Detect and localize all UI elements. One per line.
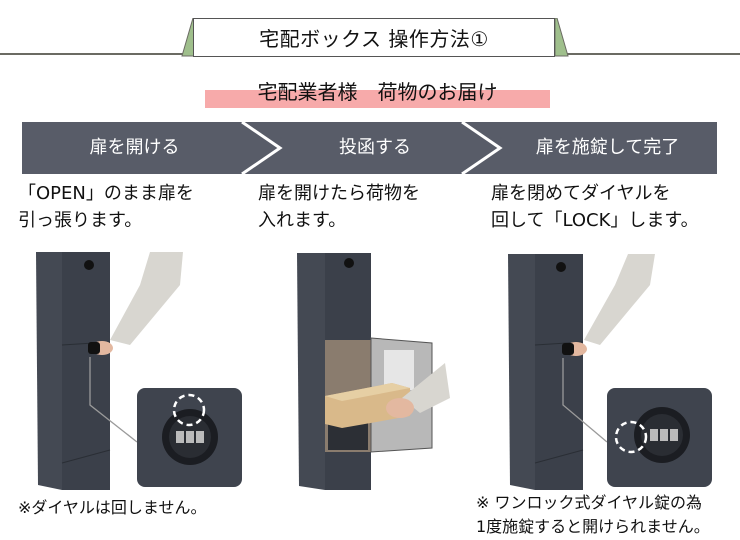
page-title: 宅配ボックス 操作方法① [193, 18, 555, 57]
top-lock-knob-icon [84, 260, 94, 270]
step-2-description: 扉を開けたら荷物を 入れます。 [258, 183, 420, 231]
top-lock-knob-icon [556, 262, 566, 272]
top-lock-knob-icon [344, 258, 354, 268]
header-tab-right [554, 18, 569, 57]
step-2-illustration [297, 253, 450, 490]
step-1-illustration [36, 252, 242, 490]
subtitle-highlight [205, 90, 550, 108]
step-1-description: 「OPEN」のまま扉を 引っ張ります。 [18, 183, 194, 231]
step-3-label: 扉を施錠して完了 [535, 137, 680, 158]
subtitle-block: 宅配業者様 荷物のお届け [205, 76, 550, 110]
step-3-illustration [508, 254, 712, 490]
header-rule-left [0, 53, 190, 55]
step-bar: 扉を開ける 投函する 扉を施錠して完了 [22, 122, 717, 174]
step-3-description: 扉を閉めてダイヤルを 回して「LOCK」します。 [491, 183, 699, 231]
dashed-highlight-circle [172, 393, 206, 427]
header-rule-right [560, 53, 740, 55]
subtitle-text: 宅配業者様 荷物のお届け [257, 80, 498, 104]
step-2-label: 投函する [339, 137, 411, 158]
step-3-note: ※ ワンロック式ダイヤル錠の為 1度施錠すると開けられません。 [476, 493, 710, 536]
step-1-label: 扉を開ける [89, 137, 180, 158]
dashed-highlight-circle [614, 420, 648, 454]
step-bar-background [22, 122, 717, 174]
step-1-note: ※ダイヤルは回しません。 [18, 498, 207, 517]
page-title-text: 宅配ボックス 操作方法① [259, 27, 489, 51]
